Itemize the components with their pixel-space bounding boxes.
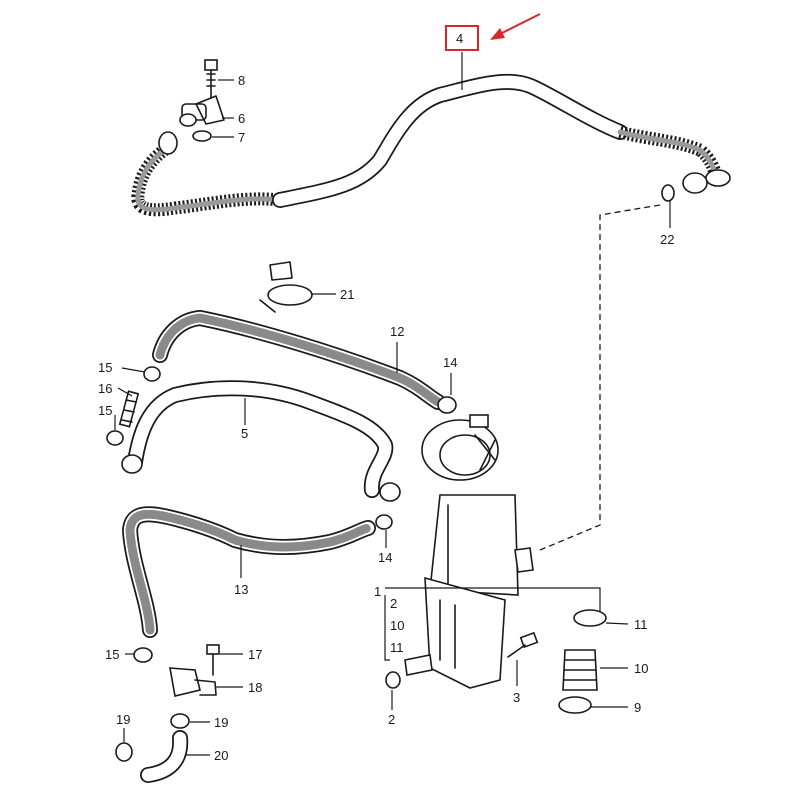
callout-labels: 4 8 6 7 22 21 12 14 15 16 15 5 14 13 1 2… bbox=[98, 31, 674, 763]
callout-1-item-11[interactable]: 11 bbox=[390, 640, 404, 655]
callout-11[interactable]: 11 bbox=[634, 617, 648, 632]
o-ring-part-2[interactable] bbox=[385, 671, 401, 689]
callout-10[interactable]: 10 bbox=[634, 661, 648, 676]
callout-15-lower[interactable]: 15 bbox=[105, 647, 119, 662]
dashed-route-line bbox=[539, 204, 661, 551]
bolt-part-17[interactable] bbox=[206, 644, 220, 676]
callout-14-lower[interactable]: 14 bbox=[378, 550, 392, 565]
bolt-part-8[interactable] bbox=[204, 59, 218, 99]
hose-part-5[interactable] bbox=[121, 380, 401, 502]
callout-15-middle[interactable]: 15 bbox=[98, 403, 112, 418]
callout-2[interactable]: 2 bbox=[388, 712, 395, 727]
callout-19-left[interactable]: 19 bbox=[116, 712, 130, 727]
callout-16[interactable]: 16 bbox=[98, 381, 112, 396]
callout-8[interactable]: 8 bbox=[238, 73, 245, 88]
connector-part-22[interactable] bbox=[661, 172, 708, 202]
callout-13[interactable]: 13 bbox=[234, 582, 248, 597]
clamp-part-9[interactable] bbox=[558, 696, 592, 714]
callout-1-item-2[interactable]: 2 bbox=[390, 596, 397, 611]
callout-1[interactable]: 1 bbox=[374, 584, 381, 599]
callout-17[interactable]: 17 bbox=[248, 647, 262, 662]
hose-part-13[interactable] bbox=[122, 506, 376, 638]
highlight-box-4 bbox=[445, 25, 479, 51]
valve-part-18[interactable] bbox=[169, 667, 217, 697]
hose-part-12[interactable] bbox=[152, 310, 446, 410]
callout-1-item-10[interactable]: 10 bbox=[390, 618, 404, 633]
assembly-bracket-1 bbox=[384, 595, 390, 661]
cap-part-19-right[interactable] bbox=[170, 713, 190, 729]
callout-14-upper[interactable]: 14 bbox=[443, 355, 457, 370]
assembly-leader-1 bbox=[385, 587, 601, 612]
sleeve-part-14-lower[interactable] bbox=[375, 514, 393, 530]
fitting-part-6[interactable] bbox=[179, 95, 225, 127]
callout-15-upper[interactable]: 15 bbox=[98, 360, 112, 375]
oil-separator-part-1[interactable] bbox=[404, 414, 534, 689]
washer-part-7[interactable] bbox=[192, 130, 212, 142]
callout-12[interactable]: 12 bbox=[390, 324, 404, 339]
callout-20[interactable]: 20 bbox=[214, 748, 228, 763]
clamp-part-15-middle[interactable] bbox=[106, 430, 124, 446]
sleeve-part-14-upper[interactable] bbox=[437, 396, 457, 414]
callout-7[interactable]: 7 bbox=[238, 130, 245, 145]
highlight-arrow-4 bbox=[495, 13, 541, 37]
callout-5[interactable]: 5 bbox=[241, 426, 248, 441]
leader-lines bbox=[114, 52, 671, 756]
connector-part-16[interactable] bbox=[118, 390, 140, 428]
clamp-part-15-upper[interactable] bbox=[143, 366, 161, 382]
callout-9[interactable]: 9 bbox=[634, 700, 641, 715]
bolt-part-3[interactable] bbox=[507, 631, 539, 658]
hose-part-20[interactable] bbox=[140, 730, 189, 783]
highlight-arrow-head-4 bbox=[490, 28, 505, 40]
clamp-part-15-lower[interactable] bbox=[133, 647, 153, 663]
hose-part-4[interactable] bbox=[131, 73, 731, 217]
callout-22[interactable]: 22 bbox=[660, 232, 674, 247]
callout-18[interactable]: 18 bbox=[248, 680, 262, 695]
clamp-part-11[interactable] bbox=[573, 609, 607, 627]
callout-19-right[interactable]: 19 bbox=[214, 715, 228, 730]
callout-4[interactable]: 4 bbox=[456, 31, 463, 46]
callout-3[interactable]: 3 bbox=[513, 690, 520, 705]
sleeve-part-10[interactable] bbox=[562, 649, 598, 691]
clamp-part-21[interactable] bbox=[259, 261, 313, 313]
callout-6[interactable]: 6 bbox=[238, 111, 245, 126]
cap-part-19-left[interactable] bbox=[115, 742, 133, 762]
callout-21[interactable]: 21 bbox=[340, 287, 354, 302]
